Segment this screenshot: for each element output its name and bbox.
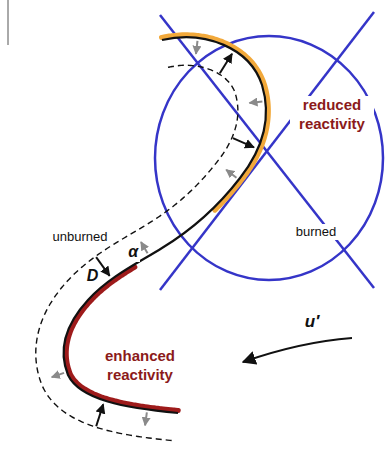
symbol-label: α: [126, 242, 140, 262]
displacement-arrow: [220, 54, 232, 74]
flame-front: [64, 37, 266, 413]
region-label: reduced reactivity: [290, 96, 374, 134]
cross-line: [160, 12, 374, 290]
symbol-label: D: [85, 266, 101, 286]
normal-arrow: [52, 373, 64, 377]
side-label: unburned: [51, 229, 110, 245]
normal-arrow: [226, 170, 236, 178]
offset-surface: [36, 65, 238, 441]
normal-arrow: [141, 242, 148, 253]
side-label: burned: [294, 224, 338, 240]
region-label: enhanced reactivity: [96, 347, 184, 385]
normal-arrow: [196, 41, 198, 54]
crop-edge-line: [8, 0, 9, 45]
enhanced-band: [66, 267, 178, 410]
flow-arrow: [243, 338, 352, 362]
normal-arrow: [249, 101, 262, 102]
normal-arrow: [145, 412, 147, 425]
highlight-circle: [155, 36, 383, 280]
displacement-arrow: [96, 404, 103, 426]
displacement-arrow: [233, 138, 254, 147]
velocity-label: u′: [303, 311, 321, 332]
reduced-band: [161, 35, 268, 210]
